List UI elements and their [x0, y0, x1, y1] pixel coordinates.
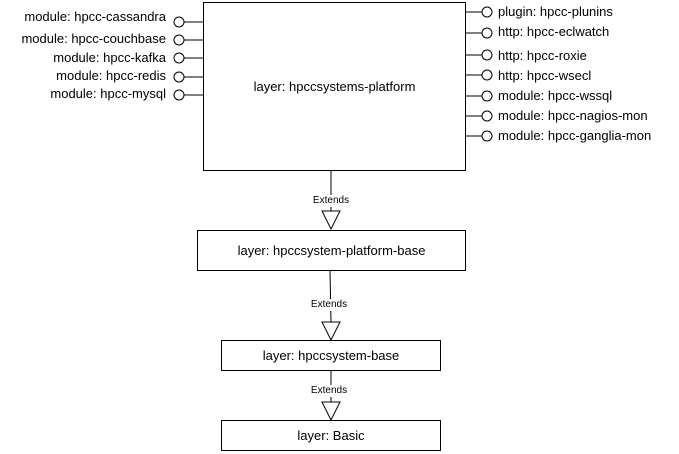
interface-circle — [481, 130, 493, 142]
platform-base-layer-box: layer: hpccsystem-platform-base — [197, 230, 466, 271]
platform-base-layer-label: layer: hpccsystem-platform-base — [237, 243, 426, 258]
module-label-right: http: hpcc-wsecl — [498, 68, 592, 83]
left-connectors — [173, 16, 203, 101]
platform-layer-label: layer: hpccsystems-platform — [253, 79, 416, 94]
system-base-layer-label: layer: hpccsystem-base — [262, 348, 400, 363]
extends-label: Extends — [309, 299, 349, 311]
platform-layer-box: layer: hpccsystems-platform — [203, 2, 466, 171]
interface-circle — [481, 110, 493, 122]
extends-arrow-1 — [321, 210, 341, 231]
module-label-right: http: hpcc-eclwatch — [498, 24, 610, 39]
module-label-right: module: hpcc-ganglia-mon — [498, 128, 652, 143]
interface-circle — [481, 69, 493, 81]
system-base-layer-box: layer: hpccsystem-base — [221, 340, 441, 371]
extends-arrow-3 — [321, 401, 341, 422]
extends-arrow-2 — [321, 321, 341, 342]
module-label-left: module: hpcc-couchbase — [21, 31, 166, 46]
module-label-left: module: hpcc-redis — [56, 68, 166, 83]
interface-circle — [173, 16, 185, 28]
basic-layer-label: layer: Basic — [297, 428, 365, 443]
extends-label: Extends — [309, 385, 349, 397]
interface-circle — [173, 89, 185, 101]
interface-circle — [481, 27, 493, 39]
right-connectors — [465, 6, 493, 142]
interface-circle — [481, 90, 493, 102]
module-label-right: http: hpcc-roxie — [498, 48, 587, 63]
interface-circle — [173, 52, 185, 64]
module-label-left: module: hpcc-mysql — [50, 86, 166, 101]
interface-circle — [173, 34, 185, 46]
module-label-right: module: hpcc-wssql — [498, 88, 613, 103]
extends-line-2 — [329, 270, 332, 323]
interface-circle — [173, 71, 185, 83]
module-label-right: module: hpcc-nagios-mon — [498, 108, 648, 123]
basic-layer-box: layer: Basic — [221, 420, 441, 451]
extends-label: Extends — [311, 195, 351, 207]
module-label-right: plugin: hpcc-plunins — [498, 4, 613, 19]
module-label-left: module: hpcc-cassandra — [24, 9, 166, 24]
interface-circle — [481, 49, 493, 61]
module-label-left: module: hpcc-kafka — [53, 50, 166, 65]
interface-circle — [481, 6, 493, 18]
